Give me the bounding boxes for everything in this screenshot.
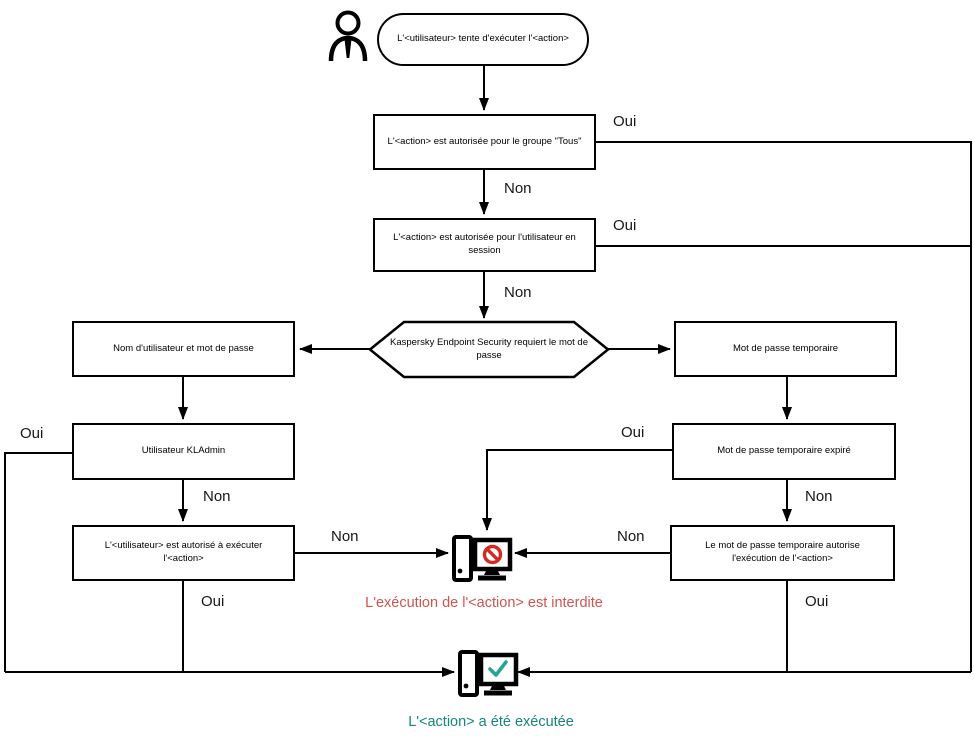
- edge-label-non-user-auth: Non: [331, 528, 359, 545]
- computer-denied-icon: [452, 535, 513, 582]
- node-temp-expired: Mot de passe temporaire expiré: [672, 423, 896, 480]
- edge-label-oui-expired: Oui: [621, 424, 645, 441]
- edge-label-non-temp-auth: Non: [617, 528, 645, 545]
- person-icon: [328, 10, 368, 62]
- edge-label-oui-user-auth: Oui: [201, 593, 225, 610]
- node-user-authorized: L'<utilisateur> est autorisé à exécuter …: [72, 525, 295, 581]
- node-credentials: Nom d'utilisateur et mot de passe: [72, 321, 295, 377]
- edge-label-oui-session: Oui: [613, 217, 637, 234]
- node-temp-password: Mot de passe temporaire: [674, 321, 897, 377]
- node-session-check: L'<action> est autorisée pour l'utilisat…: [373, 218, 596, 272]
- edge-label-oui-temp-auth: Oui: [805, 593, 829, 610]
- node-temp-authorizes: Le mot de passe temporaire autorise l'ex…: [670, 525, 895, 581]
- edge-label-non-kladmin: Non: [203, 488, 231, 505]
- caption-executed: L'<action> a été exécutée: [408, 714, 574, 730]
- edge-label-oui-group: Oui: [613, 113, 637, 130]
- edge-label-non-session: Non: [504, 284, 532, 301]
- node-start: L'<utilisateur> tente d'exécuter l'<acti…: [377, 13, 589, 66]
- caption-denied: L'exécution de l'<action> est interdite: [365, 595, 603, 611]
- edge-label-oui-kladmin: Oui: [20, 425, 44, 442]
- node-password-prompt: Kaspersky Endpoint Security requiert le …: [389, 336, 588, 361]
- edge-label-non-expired: Non: [805, 488, 833, 505]
- computer-success-icon: [458, 650, 519, 697]
- edge-label-non-group: Non: [504, 180, 532, 197]
- node-group-check: L'<action> est autorisée pour le groupe …: [373, 114, 596, 170]
- node-kladmin: Utilisateur KLAdmin: [72, 423, 295, 480]
